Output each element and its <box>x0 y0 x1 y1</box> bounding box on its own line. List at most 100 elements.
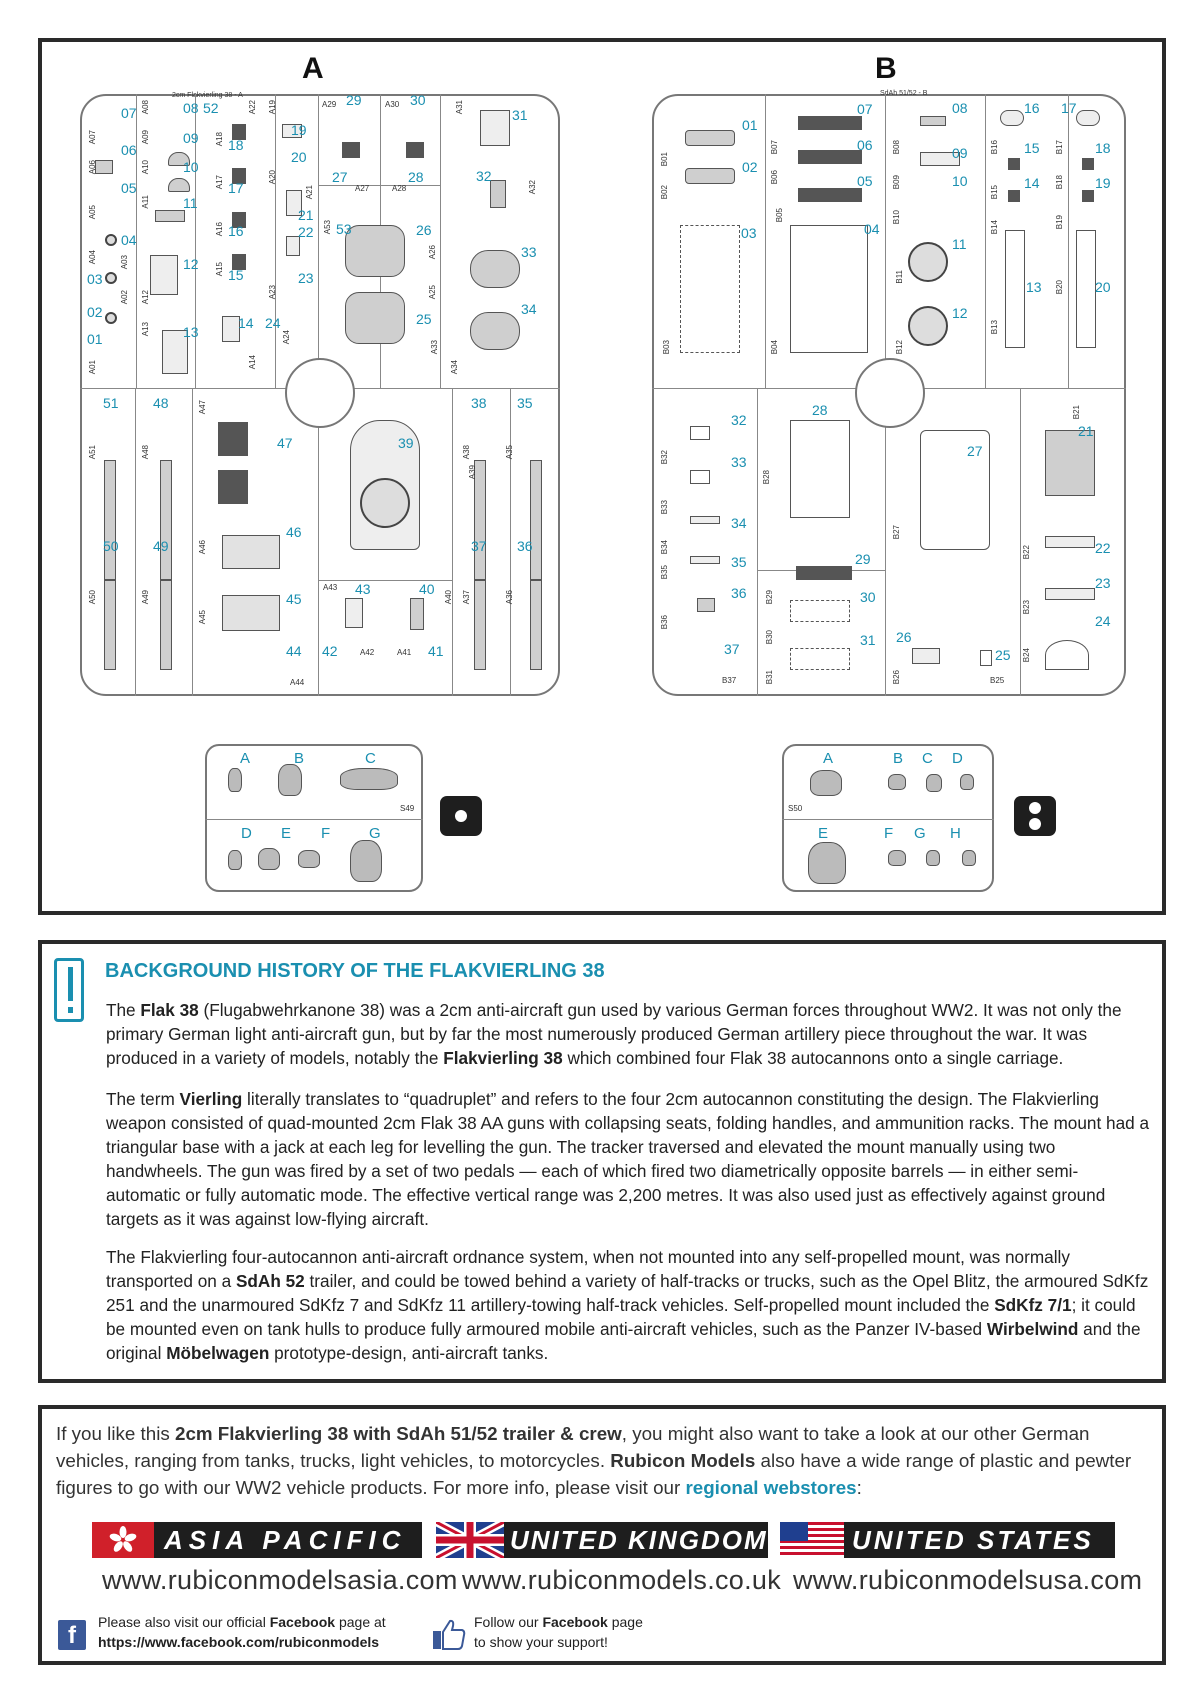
sprue-a-part-10: 10 <box>183 159 199 175</box>
sprue-a-code-a03: A03 <box>120 255 129 270</box>
figure-sprue-1-code: S49 <box>400 804 415 813</box>
sprue-b-code-b09: B09 <box>892 175 901 190</box>
sprue-a-code-a09: A09 <box>141 130 150 145</box>
sprue-b-part-25: 25 <box>995 647 1011 663</box>
sprue-b-part-05: 05 <box>857 173 873 189</box>
facebook-url-link[interactable]: https://www.facebook.com/rubiconmodels <box>98 1634 380 1650</box>
sprue-a-code-a21: A21 <box>305 185 314 200</box>
sprue-b-code-b10: B10 <box>892 210 901 225</box>
sprue-b-part-31: 31 <box>860 632 876 648</box>
sprue-b-part-28: 28 <box>812 402 828 418</box>
sprue-a-code-a53: A53 <box>323 220 332 235</box>
sprue-b-letter: B <box>875 52 897 85</box>
sprue-a-code-a19: A19 <box>268 100 277 115</box>
sprue-b-code-b13: B13 <box>990 320 999 335</box>
sprue-b-part-20: 20 <box>1095 279 1111 295</box>
sprue-b-part-32: 32 <box>731 412 747 428</box>
sprue-b-code-b25: B25 <box>990 676 1005 685</box>
sprue-a-code-a28: A28 <box>392 184 407 193</box>
sprue-a-code-a39: A39 <box>468 465 477 480</box>
us-flag-icon <box>780 1522 844 1558</box>
sprue-b-part-34: 34 <box>731 515 747 531</box>
sprue-b-code-b17: B17 <box>1055 140 1064 155</box>
sprue-b-code-b26: B26 <box>892 670 901 685</box>
sprue-a-code-a07: A07 <box>88 130 97 145</box>
figure-sprue-2 <box>782 744 994 892</box>
sprue-a-part-37: 37 <box>471 538 487 554</box>
sprue-b-code-b07: B07 <box>770 140 779 155</box>
sprue-a-code-a05: A05 <box>88 205 97 220</box>
sprue-b-part-16: 16 <box>1024 100 1040 116</box>
sprue-a-code-a17: A17 <box>215 175 224 190</box>
figure-sprue-1-badge <box>440 796 482 836</box>
figure-sprue-1 <box>205 744 423 892</box>
thumbs-up-icon[interactable] <box>432 1618 466 1650</box>
sprue-b-code-b06: B06 <box>770 170 779 185</box>
figure-2-bottom-letter-g: G <box>914 825 926 842</box>
sprue-a-code-a27: A27 <box>355 184 370 193</box>
sprue-b-code-b12: B12 <box>895 340 904 355</box>
figure-2-top-letter-b: B <box>893 750 904 767</box>
history-panel <box>38 940 1166 1383</box>
sprue-b-part-35: 35 <box>731 554 747 570</box>
sprue-a-code-a31: A31 <box>455 100 464 115</box>
sprue-b-part-33: 33 <box>731 454 747 470</box>
sprue-a-part-03: 03 <box>87 271 103 287</box>
sprue-a-part-52: 52 <box>203 100 219 116</box>
sprue-b-code-b21: B21 <box>1072 405 1081 420</box>
sprue-b-part-01: 01 <box>742 117 758 133</box>
figure-2-top-letter-a: A <box>823 750 834 767</box>
sprue-diagram-panel <box>38 38 1166 915</box>
sprue-a-part-34: 34 <box>521 301 537 317</box>
sprue-a-part-14: 14 <box>238 315 254 331</box>
sprue-b-code-b19: B19 <box>1055 215 1064 230</box>
sprue-a-part-06: 06 <box>121 142 137 158</box>
region-united-states-label: UNITED STATES <box>852 1525 1094 1555</box>
sprue-a-code-a29: A29 <box>322 100 337 109</box>
promo-segment: , you might also want to take a look at … <box>56 1423 1090 1471</box>
sprue-b-code-b32: B32 <box>660 450 669 465</box>
sprue-b-code-b23: B23 <box>1022 600 1031 615</box>
url-united-kingdom[interactable]: www.rubiconmodels.co.uk <box>462 1565 782 1595</box>
region-united-kingdom[interactable]: UNITED KINGDOM <box>434 1518 768 1562</box>
sprue-b-code-b18: B18 <box>1055 175 1064 190</box>
figure-1-bottom-letter-f: F <box>321 825 331 842</box>
sprue-a-part-05: 05 <box>121 180 137 196</box>
sprue-b-code-b35: B35 <box>660 565 669 580</box>
promo-segment[interactable]: regional webstores <box>685 1477 857 1498</box>
sprue-a-part-48: 48 <box>153 395 169 411</box>
facebook-icon[interactable]: f <box>58 1620 86 1650</box>
history-p2-segment: The term <box>106 1089 180 1109</box>
region-united-states[interactable]: UNITED STATES <box>780 1522 1115 1558</box>
url-asia-pacific[interactable]: www.rubiconmodelsasia.com <box>102 1565 458 1595</box>
sprue-a-code-a46: A46 <box>198 540 207 555</box>
sprue-b-part-18: 18 <box>1095 140 1111 156</box>
sprue-a-code-a44: A44 <box>290 678 305 687</box>
sprue-b-part-11: 11 <box>952 236 967 252</box>
promo-text: If you like this 2cm Flakvierling 38 wit… <box>56 1420 1156 1501</box>
sprue-b-code-b08: B08 <box>892 140 901 155</box>
sprue-a-code-a47: A47 <box>198 400 207 415</box>
sprue-a-code-a42: A42 <box>360 648 375 657</box>
uk-flag-icon <box>434 1518 506 1562</box>
sprue-a-code-a23: A23 <box>268 285 277 300</box>
sprue-a-part-21: 21 <box>298 207 314 223</box>
sprue-a-code-a35: A35 <box>505 445 514 460</box>
figure-sprue-2-code: S50 <box>788 804 803 813</box>
sprue-b-code-b34: B34 <box>660 540 669 555</box>
sprue-a-part-01: 01 <box>87 331 103 347</box>
sprue-b-part-19: 19 <box>1095 175 1111 191</box>
sprue-b-part-07: 07 <box>857 101 873 117</box>
history-paragraph-1: The Flak 38 (Flugabwehrkanone 38) was a … <box>106 998 1151 1070</box>
sprue-a-code-a01: A01 <box>88 360 97 375</box>
region-united-kingdom-label: UNITED KINGDOM <box>510 1525 768 1555</box>
url-united-states[interactable]: www.rubiconmodelsusa.com <box>793 1565 1143 1595</box>
sprue-b-part-23: 23 <box>1095 575 1111 591</box>
sprue-a-part-13: 13 <box>183 324 199 340</box>
sprue-a-hub <box>285 358 355 428</box>
promo-segment: 2cm Flakvierling 38 with SdAh 51/52 trai… <box>175 1423 622 1444</box>
sprue-a-part-17: 17 <box>228 180 244 196</box>
sprue-a-code-a12: A12 <box>141 290 150 305</box>
region-asia-pacific[interactable]: ASIA PACIFIC <box>92 1522 422 1558</box>
promo-segment: Rubicon Models <box>610 1450 756 1471</box>
